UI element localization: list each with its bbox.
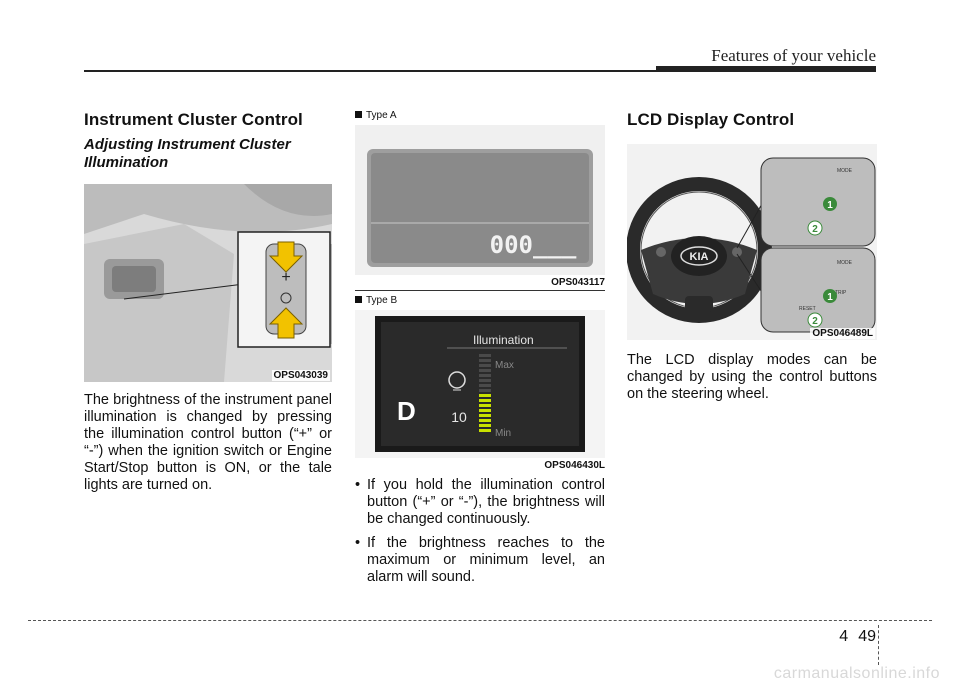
lcd-bulb-icon: [448, 371, 466, 389]
type-b-label: Type B: [355, 295, 605, 306]
lcd-level-segment: [479, 364, 491, 367]
figure-divider: [355, 290, 605, 291]
lcd-level-segment: [479, 409, 491, 412]
figure-dashboard-switch: + − OPS043039: [84, 184, 332, 382]
section-title: LCD Display Control: [627, 110, 795, 129]
svg-text:+: +: [281, 269, 290, 286]
type-a-display: 000___: [367, 149, 593, 267]
square-bullet-icon: [355, 296, 362, 303]
lcd-level-segment: [479, 374, 491, 377]
page-number: 4 49: [839, 628, 876, 646]
dashboard-illustration: + −: [84, 184, 332, 382]
type-a-label: Type A: [355, 110, 605, 121]
lcd-level-value: 10: [451, 409, 467, 425]
page-number-value: 49: [858, 628, 876, 645]
svg-text:2: 2: [812, 224, 818, 235]
chapter-number: 4: [839, 628, 849, 645]
lcd-level-segment: [479, 369, 491, 372]
lcd-level-segment: [479, 414, 491, 417]
callout-1-icon: [823, 197, 837, 211]
bullet-dot-icon: •: [355, 477, 361, 493]
trip-button-label: TRIP: [835, 290, 847, 296]
footer-rule: [28, 620, 932, 621]
mode-button-label-b: MODE: [837, 260, 853, 266]
bullet-dot-icon: •: [355, 535, 361, 551]
figure-type-b: Illumination D 10 Max Min: [355, 310, 605, 458]
lcd-level-bars: [479, 354, 491, 432]
lcd-level-segment: [479, 404, 491, 407]
square-bullet-icon: [355, 111, 362, 118]
type-b-display: Illumination D 10 Max Min: [375, 316, 585, 452]
header-rule: [84, 70, 876, 72]
svg-text:1: 1: [827, 292, 833, 303]
lcd-level-segment: [479, 429, 491, 432]
lcd-level-segment: [479, 394, 491, 397]
brand-logo: KIA: [690, 251, 709, 263]
lcd-level-segment: [479, 399, 491, 402]
figure-type-a: 000___: [355, 125, 605, 275]
section-title: Instrument Cluster Control: [84, 110, 303, 129]
reset-button-label: RESET: [799, 306, 816, 312]
figure-code: OPS043039: [271, 370, 330, 381]
lcd-max-label: Max: [495, 360, 514, 371]
section-illumination-types: Type A 000___ OPS043117 Type B Illuminat…: [355, 110, 605, 593]
subsection-title: Adjusting Instrument Cluster Illuminatio…: [84, 136, 291, 171]
header-rule-accent: [656, 66, 876, 72]
lcd-level-segment: [479, 419, 491, 422]
mode-button-label: MODE: [837, 168, 853, 174]
callout-2-icon-b: [807, 312, 823, 328]
steering-wheel-illustration: KIA MODE MODE TRIP RESET 1 2 1 2: [627, 157, 876, 333]
lcd-level-segment: [479, 354, 491, 357]
lcd-level-segment: [479, 384, 491, 387]
figure-code: OPS046489L: [810, 328, 875, 339]
svg-text:2: 2: [812, 316, 818, 327]
body-paragraph: The brightness of the instrument panel i…: [84, 392, 332, 493]
lcd-gear-indicator: D: [397, 396, 416, 426]
bullet-item: •If the brightness reaches to the maximu…: [355, 535, 605, 585]
figure-code: OPS046430L: [544, 460, 605, 471]
callout-1-icon-b: [823, 289, 837, 303]
svg-text:1: 1: [827, 200, 833, 211]
body-paragraph: The LCD display modes can be changed by …: [627, 352, 877, 402]
section-lcd-display-control: LCD Display Control KIA MODE MODE TRIP R…: [627, 110, 877, 403]
lcd-min-label: Min: [495, 428, 511, 439]
page-number-divider: [878, 625, 879, 665]
lcd-level-segment: [479, 389, 491, 392]
lcd-level-segment: [479, 359, 491, 362]
figure-steering-wheel: KIA MODE MODE TRIP RESET 1 2 1 2 OPS0464…: [627, 144, 877, 340]
bullet-item: •If you hold the illumination control bu…: [355, 477, 605, 527]
lcd-level-segment: [479, 424, 491, 427]
figure-code: OPS043117: [551, 277, 605, 288]
lcd-level-segment: [479, 379, 491, 382]
bullet-list: •If you hold the illumination control bu…: [355, 477, 605, 586]
lcd-illumination-title: Illumination: [473, 333, 534, 347]
section-instrument-cluster-control: Instrument Cluster Control Adjusting Ins…: [84, 110, 332, 494]
watermark: carmanualsonline.info: [773, 665, 940, 682]
type-a-digits: 000___: [490, 231, 577, 259]
callout-2-icon: [807, 220, 823, 236]
running-header: Features of your vehicle: [711, 46, 876, 65]
